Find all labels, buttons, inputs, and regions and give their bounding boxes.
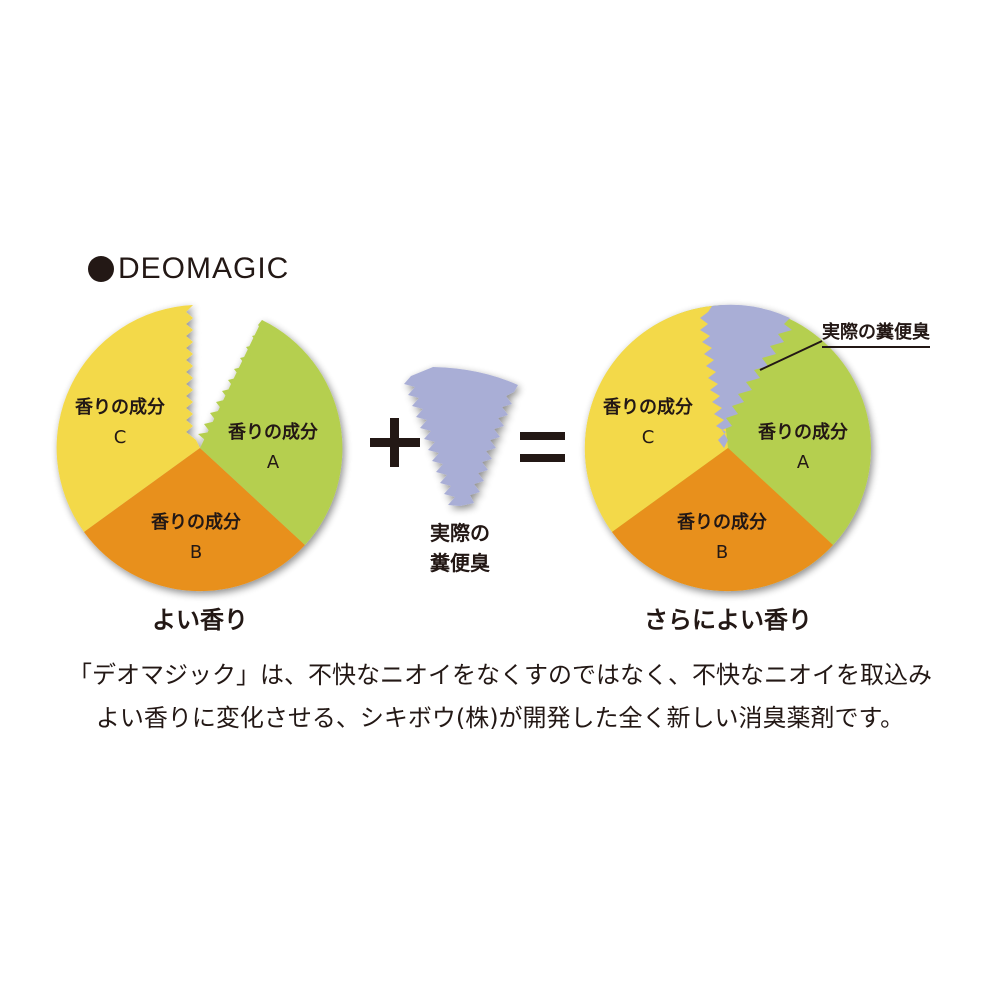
label-text: 香りの成分: [228, 422, 318, 443]
callout-fecal-odor: 実際の糞便臭: [822, 318, 930, 348]
right-caption: さらによい香り: [644, 606, 812, 634]
brand-name: DEOMAGIC: [118, 252, 290, 285]
label-text: 香りの成分: [677, 512, 767, 533]
fecal-odor-segment: [700, 304, 792, 448]
left-caption: よい香り: [152, 606, 248, 634]
label-text: 香りの成分: [151, 512, 241, 533]
description-line-2: よい香りに変化させる、シキボウ(株)が開発した全く新しい消臭薬剤です。: [95, 704, 905, 732]
right-label-c: 香りの成分 C: [593, 393, 703, 453]
segment-b: [84, 448, 305, 592]
right-pie-chart: [584, 304, 871, 592]
right-label-a: 香りの成分 A: [748, 418, 858, 478]
label-line1: 実際の: [430, 521, 490, 545]
label-sub: A: [796, 452, 810, 473]
label-sub: C: [641, 427, 655, 448]
plus-icon: [370, 418, 420, 467]
label-sub: B: [189, 542, 203, 563]
brand-logo: DEOMAGIC: [88, 252, 289, 286]
left-label-c: 香りの成分 C: [65, 393, 175, 453]
label-text: 香りの成分: [603, 397, 693, 418]
callout-leader-line: [759, 340, 823, 371]
fecal-odor-wedge: [404, 367, 518, 506]
odor-wedge-label: 実際の 糞便臭: [405, 518, 515, 578]
label-line2: 糞便臭: [430, 551, 490, 575]
left-label-a: 香りの成分 A: [218, 418, 328, 478]
label-sub: A: [266, 452, 280, 473]
label-text: 香りの成分: [758, 422, 848, 443]
left-pie-chart: [56, 305, 343, 592]
label-sub: B: [715, 542, 729, 563]
segment-c: [56, 305, 200, 532]
description-line-1: 「デオマジック」は、不快なニオイをなくすのではなく、不快なニオイを取込み: [68, 661, 932, 689]
left-label-b: 香りの成分 B: [141, 508, 251, 568]
label-sub: C: [113, 427, 127, 448]
equals-icon: [520, 432, 565, 462]
right-label-b: 香りの成分 B: [667, 508, 777, 568]
segment-a: [200, 320, 343, 545]
bullet-icon: [88, 256, 114, 282]
label-text: 香りの成分: [75, 397, 165, 418]
